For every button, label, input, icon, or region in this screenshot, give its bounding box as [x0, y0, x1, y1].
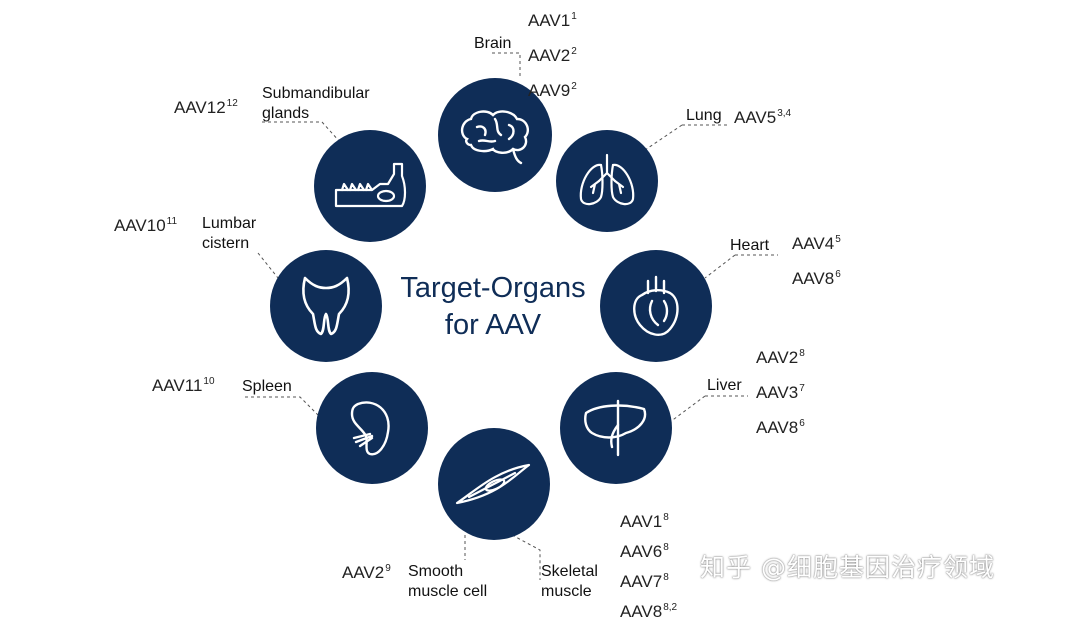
- jaw-icon: [334, 162, 407, 208]
- vector-row: AAV86: [792, 269, 841, 288]
- lumbar-vectors: AAV1011: [114, 206, 177, 241]
- title-line2: for AAV: [444, 309, 542, 341]
- vector-row: AAV1110: [152, 376, 215, 395]
- vector-row: AAV22: [528, 46, 577, 65]
- vector-row: AAV18: [620, 512, 669, 531]
- vector-row: AAV86: [756, 418, 805, 437]
- heart-label: Heart: [730, 237, 770, 254]
- vector-row: AAV37: [756, 383, 805, 402]
- lungs-icon: [579, 153, 635, 206]
- tooth-icon: [302, 276, 350, 336]
- connector-spleen: [245, 396, 319, 416]
- skeletal-muscle-vectors: AAV18 AAV68 AAV78 AAV88,2: [620, 505, 677, 625]
- vector-row: AAV1212: [174, 98, 238, 117]
- skeletal-muscle-label: Skeletal muscle: [541, 563, 598, 600]
- smooth-muscle-vectors: AAV29: [342, 553, 391, 588]
- spleen-label: Spleen: [242, 378, 292, 395]
- watermark: 知乎 @细胞基因治疗领域: [700, 553, 995, 582]
- submandibular-label: Submandibular glands: [262, 85, 370, 122]
- submandibular-vectors: AAV1212: [174, 88, 238, 123]
- submandibular-circle: [314, 130, 426, 242]
- muscle-icon: [455, 463, 531, 505]
- vector-row: AAV45: [792, 234, 841, 253]
- vector-row: AAV11: [528, 11, 577, 30]
- spleen-circle: [316, 372, 428, 484]
- connector-heart: [704, 254, 778, 279]
- liver-label: Liver: [707, 377, 742, 394]
- skeletal-muscle-circle: [438, 428, 550, 540]
- brain-label: Brain: [474, 35, 512, 52]
- vector-row: AAV68: [620, 542, 669, 561]
- vector-row: AAV1011: [114, 216, 178, 235]
- heart-icon: [633, 275, 679, 336]
- connector-brain: [492, 52, 521, 78]
- brain-circle: [438, 78, 552, 192]
- spleen-vectors: AAV1110: [152, 366, 215, 401]
- liver-icon: [584, 399, 647, 457]
- heart-vectors: AAV45 AAV86: [792, 224, 841, 294]
- vector-row: AAV53,4: [734, 108, 792, 127]
- connector-liver: [669, 395, 748, 423]
- aav-target-organs-diagram: Target-Organs for AAV Brain AAV11 AAV22 …: [114, 1, 995, 621]
- vector-row: AAV28: [756, 348, 805, 367]
- connector-submandibular: [262, 121, 341, 143]
- connector-skeletal: [511, 534, 541, 580]
- spleen-icon: [350, 401, 390, 456]
- heart-circle: [600, 250, 712, 362]
- vector-row: AAV92: [528, 81, 577, 100]
- brain-vectors: AAV11 AAV22 AAV92: [528, 1, 577, 106]
- diagram-title: Target-Organs for AAV: [378, 270, 608, 344]
- brain-icon: [460, 110, 529, 165]
- liver-circle: [560, 372, 672, 484]
- lung-circle: [556, 130, 658, 232]
- lumbar-label: Lumbar cistern: [202, 215, 257, 252]
- vector-row: AAV29: [342, 563, 391, 582]
- connector-lumbar: [257, 252, 279, 279]
- smooth-muscle-label: Smooth muscle cell: [408, 563, 488, 600]
- connector-lines: [245, 52, 778, 580]
- lung-label: Lung: [686, 107, 722, 124]
- liver-vectors: AAV28 AAV37 AAV86: [756, 338, 805, 443]
- vector-row: AAV78: [620, 572, 669, 591]
- lung-vectors: AAV53,4: [734, 98, 791, 133]
- connector-lung: [644, 124, 730, 151]
- lumbar-circle: [270, 250, 382, 362]
- title-line1: Target-Organs: [400, 272, 586, 304]
- vector-row: AAV88,2: [620, 602, 678, 621]
